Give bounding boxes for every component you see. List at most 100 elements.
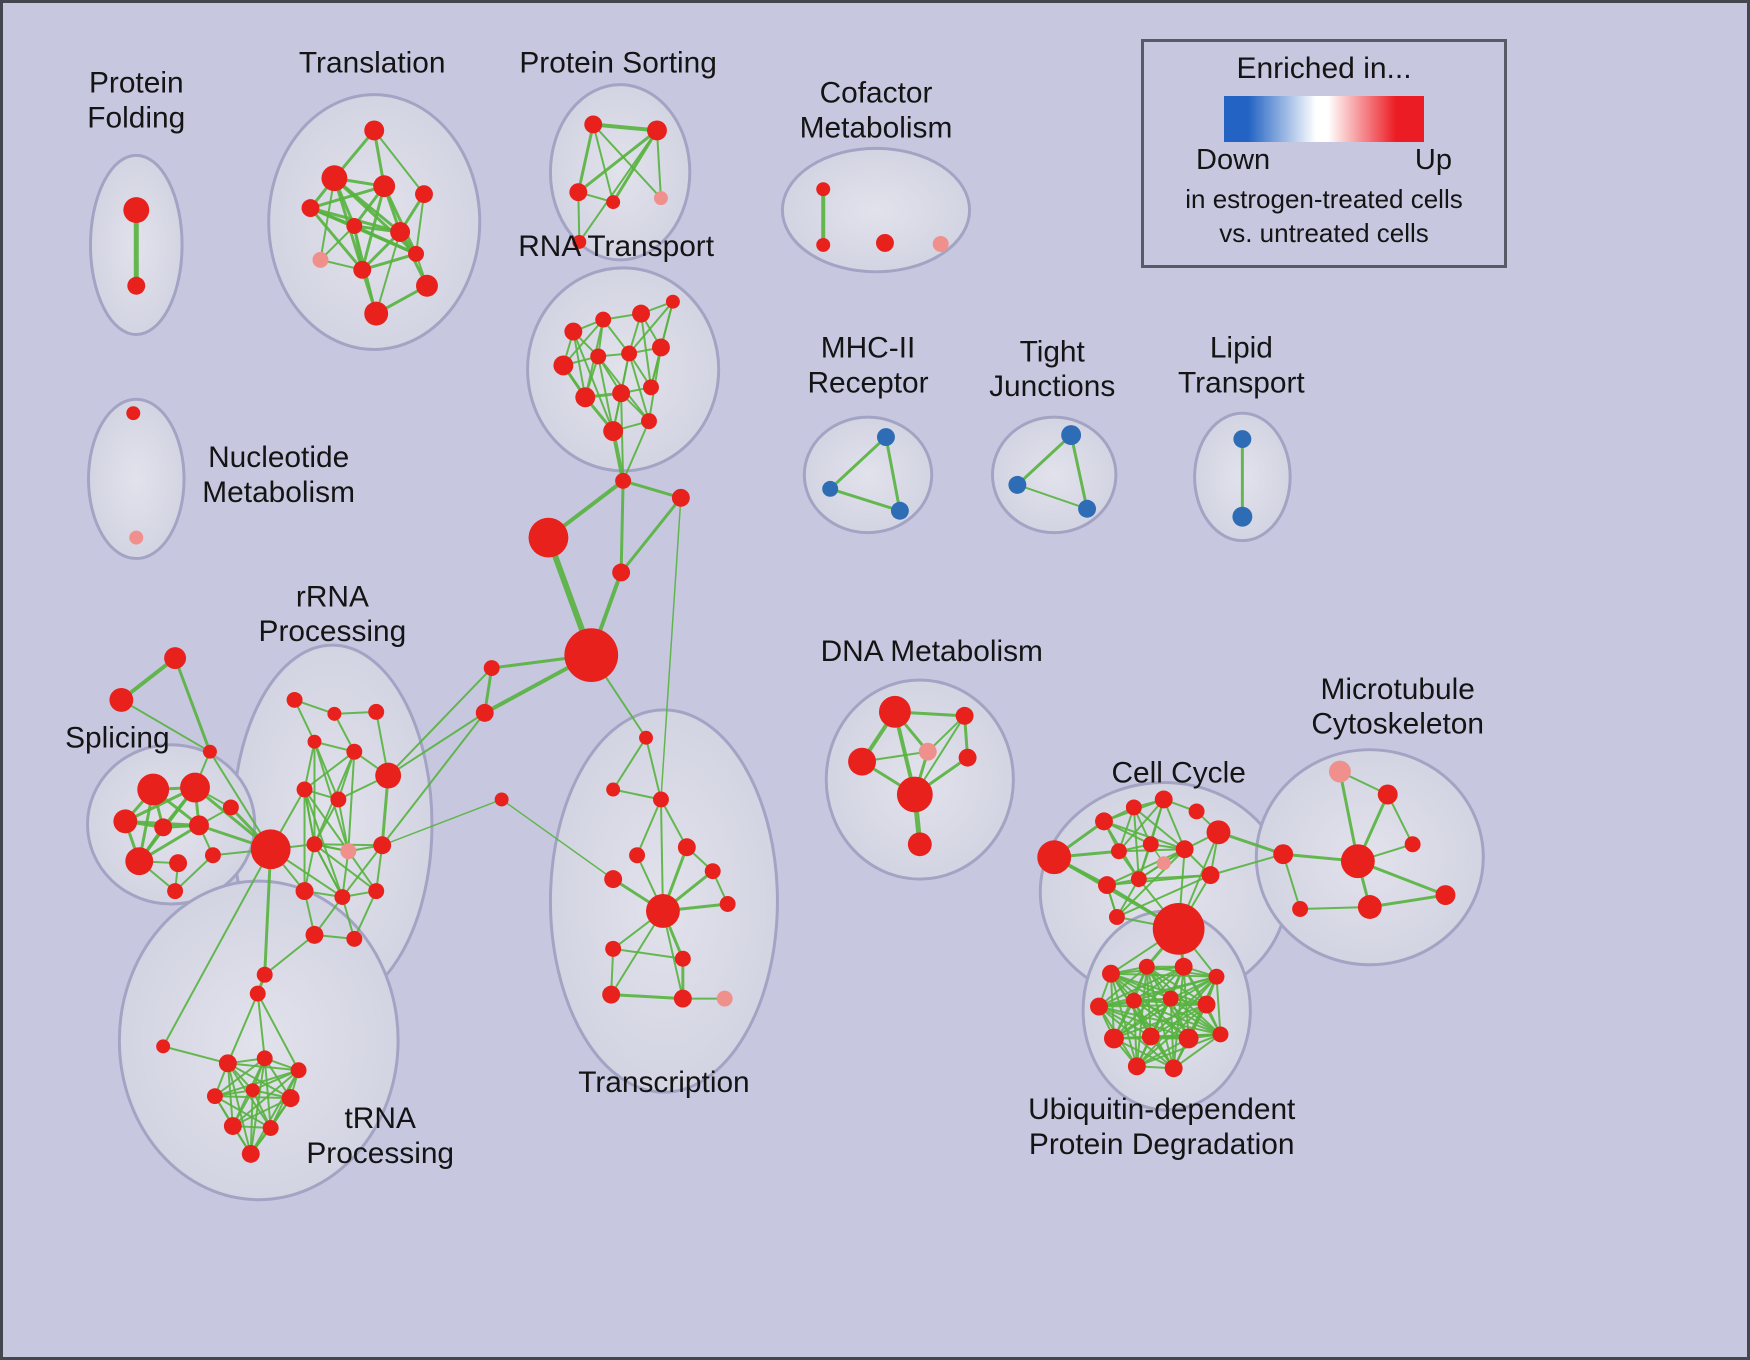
edge-tx11-tx12 (609, 993, 685, 1001)
node-tx7 (704, 863, 721, 880)
node-u11 (1178, 1028, 1199, 1049)
node-d1 (878, 695, 911, 728)
node-tx8 (719, 896, 736, 912)
node-u5 (1090, 997, 1108, 1016)
edge-r2-r5 (562, 318, 605, 367)
node-cf2 (816, 237, 831, 252)
node-d7 (907, 832, 932, 857)
node-rr14 (368, 883, 385, 900)
edge-c8-tx5 (500, 798, 614, 880)
node-sp3 (113, 809, 138, 834)
legend-title: Enriched in... (1236, 52, 1412, 85)
edge-c1-c2 (621, 479, 683, 500)
edge-ps1-ps2 (591, 122, 659, 133)
node-trn4 (290, 1062, 307, 1079)
edge-tx6-tx3 (636, 798, 662, 857)
edge-t3-t9 (309, 206, 364, 272)
edge-m1-m2 (828, 435, 888, 491)
edge-trn2-trn7 (226, 1062, 292, 1100)
node-c7 (475, 703, 494, 722)
edge-cc9-cc14 (1115, 848, 1186, 918)
edge-cc13-mt3 (1209, 853, 1285, 877)
node-cc8 (1142, 836, 1159, 853)
node-u3 (1174, 957, 1193, 976)
node-u1 (1101, 964, 1120, 983)
node-tx1 (639, 730, 653, 745)
node-rr3 (368, 703, 385, 720)
node-d6 (896, 776, 933, 813)
edge-ps1-ps4 (592, 123, 615, 204)
edge-u2-u5 (1098, 965, 1148, 1008)
node-ps6 (572, 234, 587, 249)
legend-up-label: Up (1414, 144, 1452, 176)
edge-m1-m3 (884, 435, 902, 513)
node-rr11 (373, 836, 392, 855)
node-r11 (643, 379, 659, 396)
legend-subtitle-line2: vs. untreated cells (1219, 217, 1429, 248)
cluster-ellipse-tight-junctions (990, 415, 1118, 535)
node-s0c (202, 744, 217, 759)
legend: Enriched in... Down Up in estrogen-treat… (1141, 39, 1507, 268)
cluster-ellipse-cofactor-metabolism (780, 146, 972, 274)
edge-rr11-c8 (381, 798, 503, 847)
node-tj3 (1078, 499, 1097, 518)
node-mt6 (1435, 885, 1456, 906)
node-rr10 (340, 843, 357, 860)
edge-tn0-trn2 (162, 1045, 229, 1065)
node-cc13 (1201, 866, 1220, 885)
node-u12 (1212, 1026, 1229, 1043)
node-cc9 (1175, 840, 1194, 859)
node-u9 (1103, 1028, 1124, 1049)
edge-u4-u10 (1149, 975, 1218, 1038)
node-d2 (955, 706, 974, 725)
node-rr17 (256, 966, 273, 983)
cluster-label-protein-sorting: Protein Sorting (519, 47, 717, 80)
node-r12 (603, 421, 624, 442)
node-cc3 (1125, 799, 1142, 816)
edge-cc13-cc14 (1115, 874, 1212, 918)
node-u6 (1125, 992, 1142, 1009)
node-ps3 (569, 183, 588, 202)
node-cc5 (1188, 803, 1205, 820)
node-cchub (1152, 903, 1205, 955)
node-mt1 (1328, 760, 1351, 783)
node-mt3 (1273, 844, 1294, 865)
edge-u7-u14 (1169, 997, 1175, 1070)
edge-c2-tx3 (660, 497, 682, 801)
edge-u12-u14 (1172, 1033, 1222, 1070)
cluster-ellipse-trna-processing (117, 879, 400, 1202)
node-mt2 (1377, 784, 1398, 805)
node-mt7 (1357, 895, 1382, 919)
node-sp9 (204, 847, 221, 864)
node-lp1 (1233, 430, 1252, 449)
node-t9 (353, 260, 372, 279)
edge-u12-u13 (1135, 1033, 1222, 1068)
cluster-label-splicing: Splicing (65, 722, 170, 755)
edge-trn1-trn4 (256, 992, 300, 1072)
edge-tx2-tx3 (612, 788, 662, 801)
node-ps2 (647, 120, 667, 141)
edge-rr11-c7 (381, 711, 486, 847)
edge-rr7-rr9 (303, 788, 316, 846)
edge-mt6-mt7 (1368, 893, 1447, 909)
node-lp2 (1232, 506, 1253, 527)
node-pf2 (127, 276, 146, 295)
node-sp7 (125, 847, 154, 876)
edge-u6-u13 (1132, 999, 1138, 1068)
node-mt5 (1404, 836, 1421, 853)
node-c2 (671, 488, 690, 507)
node-trn5 (206, 1088, 223, 1105)
edge-rr11-rr13 (341, 844, 384, 899)
edge-cc3-cc12 (1132, 806, 1140, 881)
edge-tj2-tj3 (1016, 483, 1089, 510)
edge-rr8-rr10 (337, 798, 350, 853)
node-c8 (494, 792, 509, 807)
node-r3 (632, 304, 650, 323)
node-u8 (1197, 995, 1216, 1014)
edge-rr15-rr17 (263, 933, 316, 976)
node-tx5 (604, 870, 623, 889)
